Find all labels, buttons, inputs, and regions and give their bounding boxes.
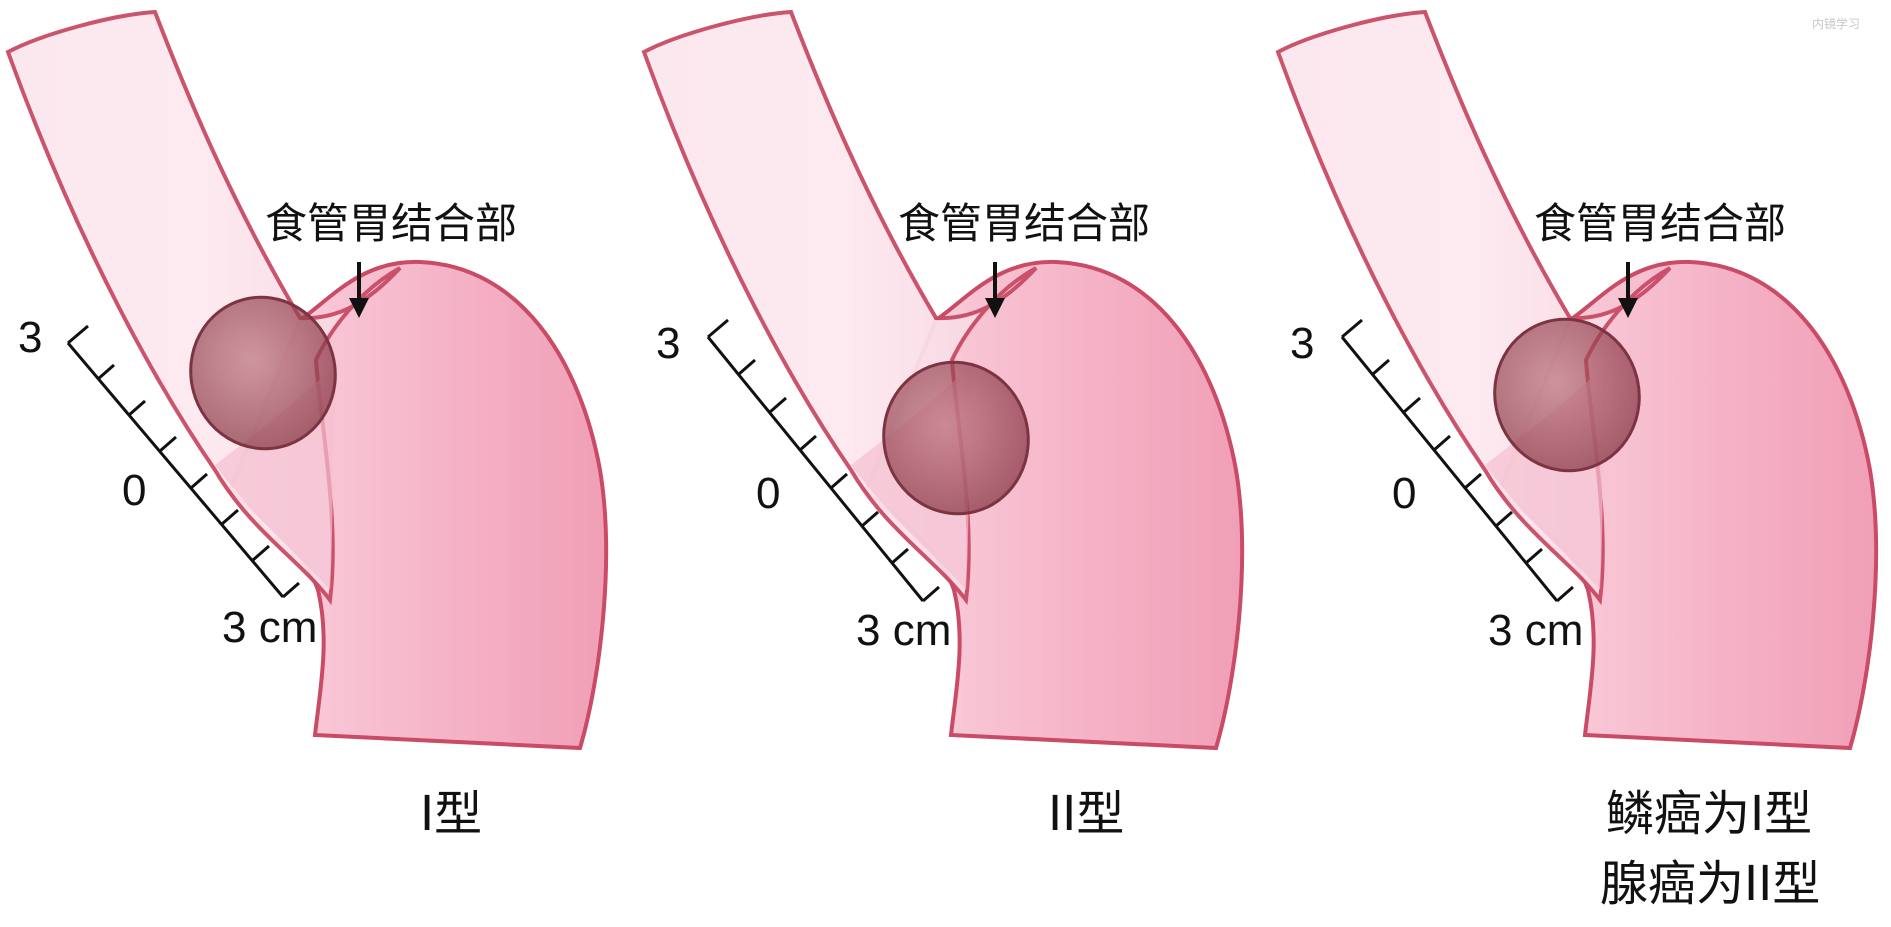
ruler-ticks — [67, 324, 300, 599]
panel-caption-line-1: 鳞癌为I型 — [1606, 786, 1812, 842]
junction-arrow-head — [985, 298, 1005, 318]
ruler-bottom-label: 3 cm — [856, 606, 951, 655]
junction-marker: 食管胃结合部 — [1534, 199, 1786, 318]
panel-2: 食管胃结合部 3 0 3 cm II型 — [641, 9, 1245, 842]
ruler-spine — [66, 342, 285, 598]
ruler-ticks — [707, 318, 940, 603]
ruler-top-label: 3 — [1290, 319, 1314, 368]
junction-marker: 食管胃结合部 — [898, 199, 1150, 318]
ruler-spine — [706, 336, 925, 602]
ruler-top-label: 3 — [18, 313, 42, 362]
panel-1: 食管胃结合部 3 0 3 cm I型 — [5, 9, 609, 842]
ruler-middle-label: 0 — [122, 466, 146, 515]
ruler-ticks — [1341, 318, 1574, 603]
ruler-middle-label: 0 — [756, 469, 780, 518]
ruler-bottom-label: 3 cm — [222, 603, 317, 652]
junction-marker: 食管胃结合部 — [265, 199, 517, 318]
ruler-top-label: 3 — [656, 319, 680, 368]
tumor — [882, 360, 1030, 516]
junction-label: 食管胃结合部 — [265, 199, 517, 248]
junction-label: 食管胃结合部 — [1534, 199, 1786, 248]
panel-caption-line-1: I型 — [420, 786, 482, 842]
ruler-bottom-label: 3 cm — [1488, 606, 1583, 655]
watermark: 内镜学习 — [1812, 16, 1860, 31]
ruler: 3 0 3 cm — [656, 318, 951, 655]
panel-3: 食管胃结合部 3 0 3 cm 鳞癌为I型 腺癌为II型 — [1275, 9, 1879, 912]
junction-arrow-head — [1618, 298, 1638, 318]
panel-caption-line-1: II型 — [1048, 786, 1124, 842]
panel-caption-line-2: 腺癌为II型 — [1600, 856, 1820, 912]
tumor — [1493, 317, 1641, 473]
tumor — [189, 295, 337, 451]
junction-label: 食管胃结合部 — [898, 199, 1150, 248]
ruler-spine — [1340, 336, 1559, 602]
ruler-middle-label: 0 — [1392, 469, 1416, 518]
ruler: 3 0 3 cm — [1290, 318, 1583, 655]
ruler: 3 0 3 cm — [18, 313, 317, 652]
junction-arrow-head — [349, 298, 369, 318]
